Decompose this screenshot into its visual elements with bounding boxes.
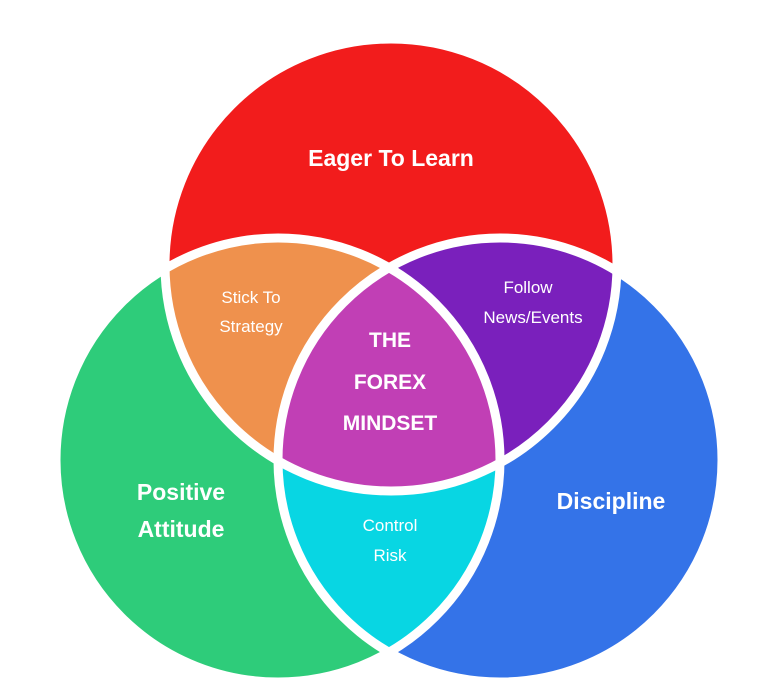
label-discipline: Discipline	[557, 488, 666, 514]
label-positive-attitude-line2: Attitude	[138, 516, 225, 542]
label-follow-news-line2: News/Events	[483, 308, 582, 327]
overlap-center-forex-mindset	[278, 238, 500, 491]
label-positive-attitude-line1: Positive	[137, 479, 225, 505]
label-center-line2: FOREX	[354, 371, 426, 394]
label-center-line1: THE	[369, 329, 411, 352]
label-stick-to-strategy-line1: Stick To	[221, 288, 280, 307]
label-control-risk-line1: Control	[363, 516, 418, 535]
label-control-risk-line2: Risk	[373, 546, 407, 565]
label-follow-news-line1: Follow	[503, 278, 553, 297]
label-stick-to-strategy-line2: Strategy	[219, 317, 283, 336]
circle-outlines	[51, 34, 727, 687]
label-eager-to-learn: Eager To Learn	[308, 145, 474, 171]
label-center-line3: MINDSET	[343, 412, 438, 435]
